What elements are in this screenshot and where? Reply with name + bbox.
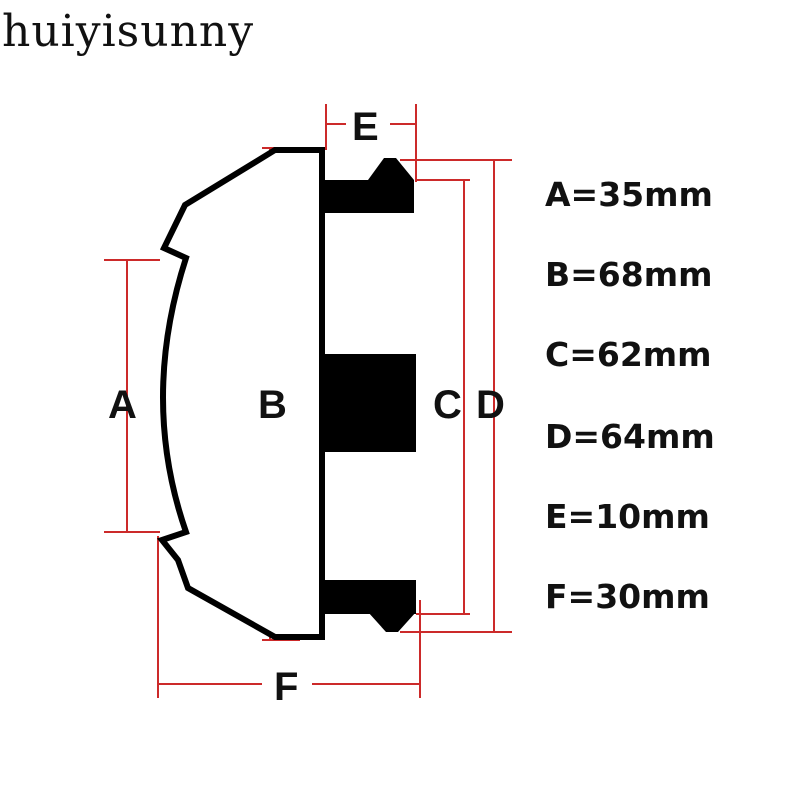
spec-e: E=10mm [545,497,710,536]
label-b: B [258,383,287,427]
upper-clip-arm [319,180,414,213]
upper-clip-hook [368,158,414,180]
label-e: E [352,105,379,149]
brand-watermark: huiyisunny [2,6,255,57]
label-d: D [476,383,505,427]
lower-clip-hook [368,612,416,632]
lower-clip-arm [319,580,416,614]
spec-c: C=62mm [545,335,712,374]
spec-a: A=35mm [545,175,713,214]
label-a: A [108,383,137,427]
spec-list: A=35mm B=68mm C=62mm D=64mm E=10mm F=30m… [545,175,715,616]
center-boss [319,354,416,452]
spec-d: D=64mm [545,417,715,456]
dimension-lines [104,104,512,698]
cap-profile [156,147,416,640]
label-f: F [274,665,298,709]
spec-b: B=68mm [545,255,713,294]
label-c: C [433,383,462,427]
cap-inner-face [279,154,318,633]
spec-f: F=30mm [545,577,710,616]
